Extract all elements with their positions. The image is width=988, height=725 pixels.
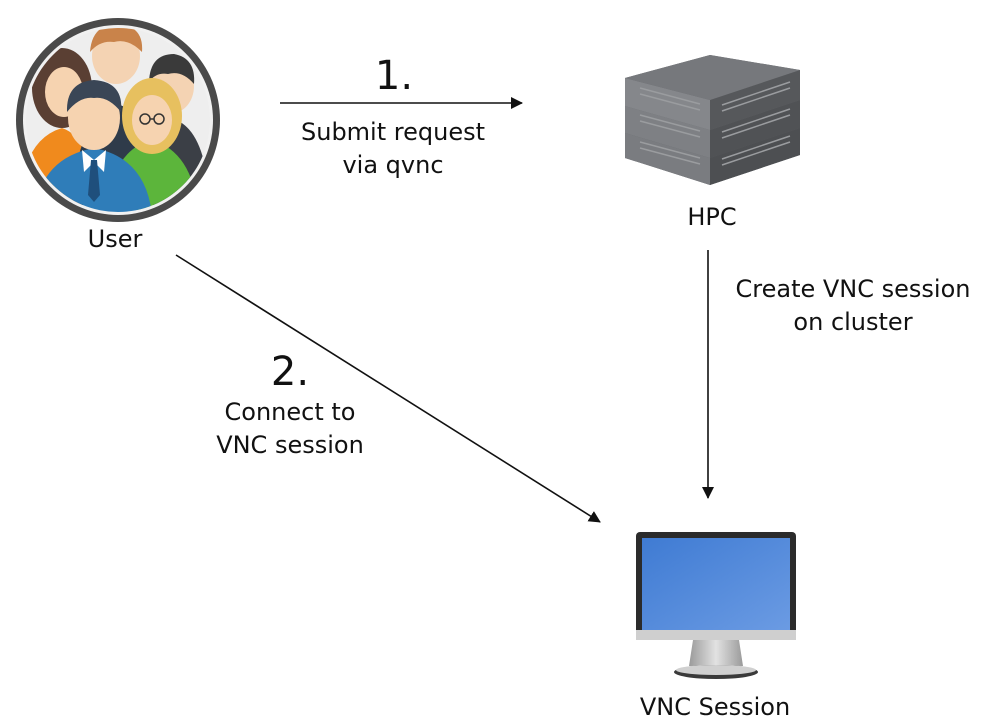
- create-session-line-2: on cluster: [793, 308, 913, 336]
- step-2-line-2: VNC session: [216, 431, 364, 459]
- step-1-number: 1.: [374, 53, 414, 99]
- create-session-description: Create VNC session on cluster: [718, 273, 988, 339]
- step-2-line-1: Connect to: [224, 398, 356, 426]
- step-2-number: 2.: [270, 349, 310, 395]
- hpc-label: HPC: [687, 203, 737, 231]
- server-rack-icon: [625, 55, 800, 185]
- step-2-description: Connect to VNC session: [180, 396, 400, 462]
- step-1-line-1: Submit request: [301, 118, 485, 146]
- step-1-line-2: via qvnc: [342, 151, 444, 179]
- monitor-icon: [636, 532, 796, 679]
- step-1-description: Submit request via qvnc: [268, 116, 518, 182]
- user-label: User: [87, 225, 143, 253]
- vnc-session-label: VNC Session: [639, 693, 791, 721]
- arrow-connect: [175, 254, 601, 523]
- create-session-line-1: Create VNC session: [735, 275, 971, 303]
- user-group-icon: [16, 18, 220, 222]
